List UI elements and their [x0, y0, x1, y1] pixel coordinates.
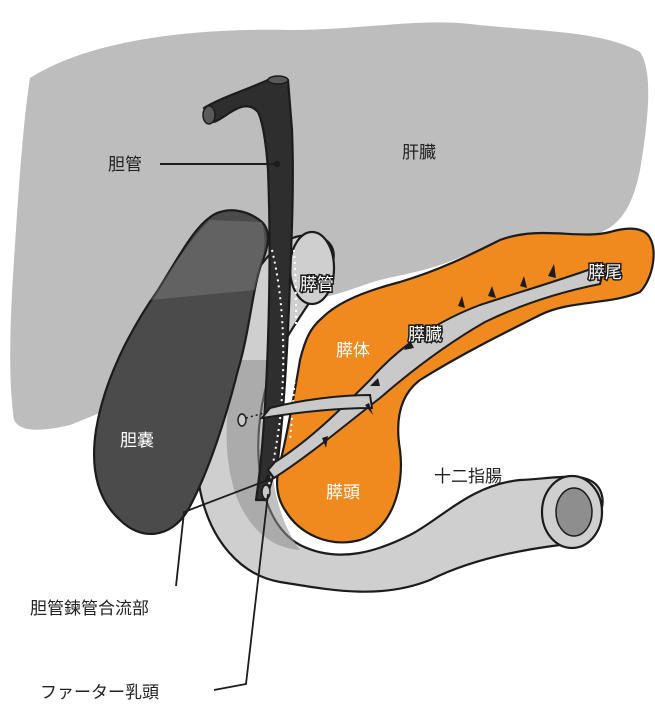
bile-duct-top-opening	[268, 76, 288, 84]
label-gallbladder: 胆嚢	[120, 431, 154, 451]
label-duodenum: 十二指腸	[434, 467, 502, 487]
duodenum-opening-inner	[556, 488, 592, 536]
papilla-opening	[262, 485, 270, 499]
label-liver: 肝臓	[402, 143, 436, 163]
label-pancreas: 膵臓	[408, 325, 442, 345]
label-pancreas-body: 膵体	[336, 341, 370, 361]
accessory-duct-end	[238, 414, 246, 426]
bile-duct-branch-opening	[203, 106, 215, 124]
label-pancreatic-duct: 膵管	[300, 275, 334, 295]
label-papilla: ファーター乳頭	[40, 683, 159, 703]
label-bile-duct: 胆管	[108, 155, 142, 175]
label-pancreas-tail: 膵尾	[588, 263, 622, 283]
label-junction: 胆管鍊管合流部	[30, 599, 149, 619]
label-pancreas-head: 膵頭	[326, 483, 360, 503]
leader-bile-duct-dot	[274, 161, 280, 167]
